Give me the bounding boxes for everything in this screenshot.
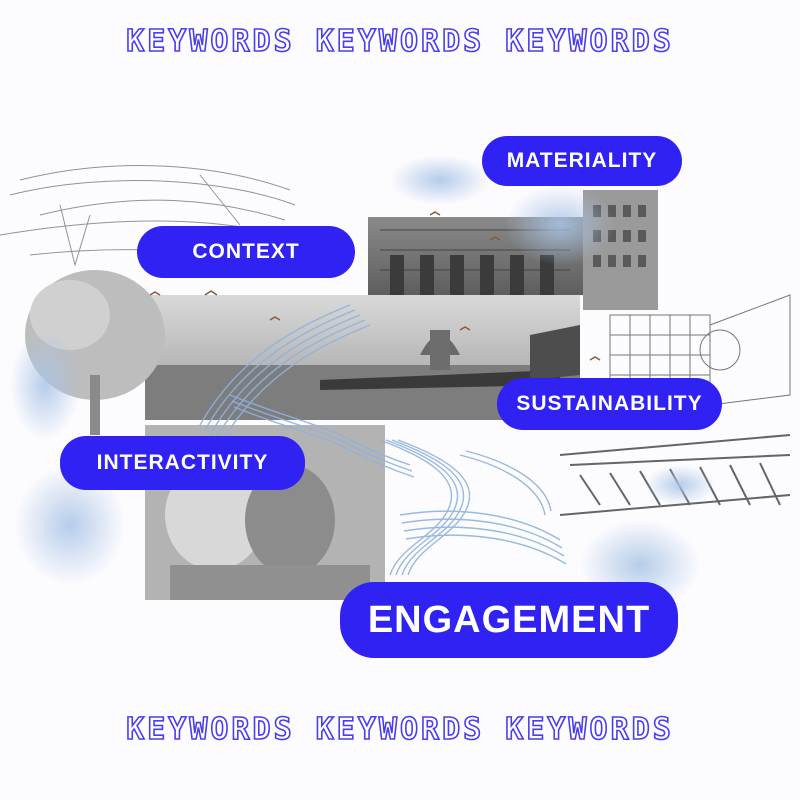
- birds: [149, 211, 601, 361]
- keyword-context: CONTEXT: [137, 226, 355, 278]
- collage-illustration: [0, 155, 791, 610]
- river-lines: [199, 304, 567, 576]
- keyword-sustainability: SUSTAINABILITY: [497, 378, 722, 430]
- banner-bottom: KEYWORDS KEYWORDS KEYWORDS: [125, 711, 674, 748]
- keyword-interactivity: INTERACTIVITY: [60, 436, 305, 490]
- banner-top: KEYWORDS KEYWORDS KEYWORDS: [125, 23, 674, 60]
- collage-artwork: [0, 95, 800, 695]
- keyword-materiality: MATERIALITY: [482, 136, 682, 186]
- sketch-pier: [559, 434, 791, 516]
- keyword-engagement: ENGAGEMENT: [340, 582, 678, 658]
